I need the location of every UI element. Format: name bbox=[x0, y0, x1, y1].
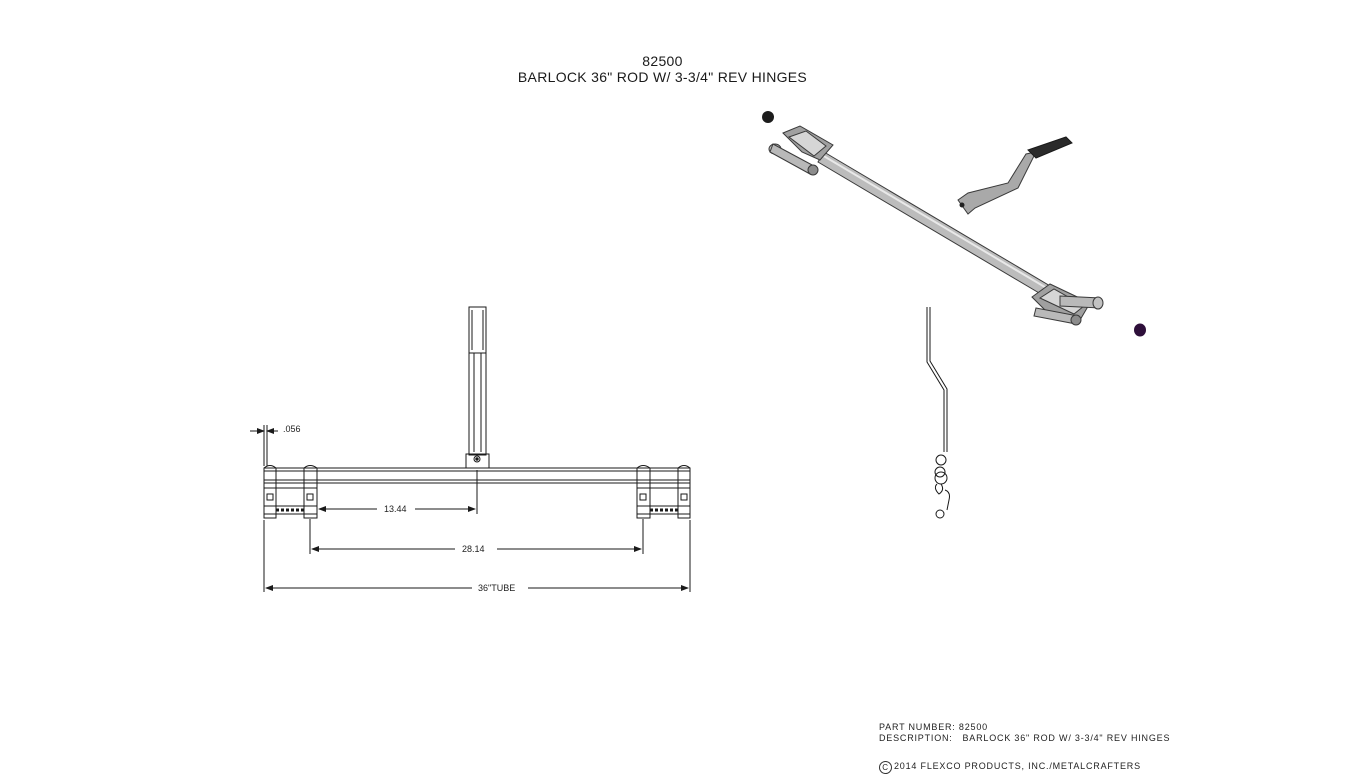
dim-36-tube bbox=[263, 520, 691, 592]
drawing-title-description: BARLOCK 36" ROD W/ 3-3/4" REV HINGES bbox=[517, 69, 808, 85]
end-cap-right bbox=[1134, 323, 1146, 337]
dim-28-14 bbox=[309, 519, 644, 554]
iso-rod bbox=[817, 151, 1063, 304]
dim-text-13-44: 13.44 bbox=[384, 504, 407, 514]
dim-thickness bbox=[250, 425, 278, 466]
isometric-view bbox=[762, 111, 1146, 337]
handle-stem bbox=[465, 306, 490, 468]
front-view bbox=[250, 306, 691, 592]
left-hinge bbox=[263, 465, 318, 519]
dim-text-thickness: .056 bbox=[283, 424, 301, 434]
title-block-part-number: PART NUMBER: 82500 bbox=[879, 722, 988, 732]
drawing-title-part-number: 82500 bbox=[642, 53, 683, 69]
copyright-text: 2014 FLEXCO PRODUCTS, INC./METALCRAFTERS bbox=[894, 761, 1141, 771]
right-hinge bbox=[636, 465, 691, 519]
dim-13-44 bbox=[318, 470, 478, 514]
iso-lever bbox=[957, 136, 1073, 215]
title-block-description: DESCRIPTION: BARLOCK 36" ROD W/ 3-3/4" R… bbox=[879, 733, 1171, 743]
iso-hinge-right bbox=[1031, 283, 1104, 326]
side-view bbox=[926, 307, 950, 519]
copyright-icon: C bbox=[879, 761, 892, 774]
iso-hinge-left bbox=[768, 125, 834, 176]
dim-text-36-tube: 36"TUBE bbox=[478, 583, 515, 593]
dim-text-28-14: 28.14 bbox=[462, 544, 485, 554]
end-cap-left bbox=[762, 111, 774, 123]
